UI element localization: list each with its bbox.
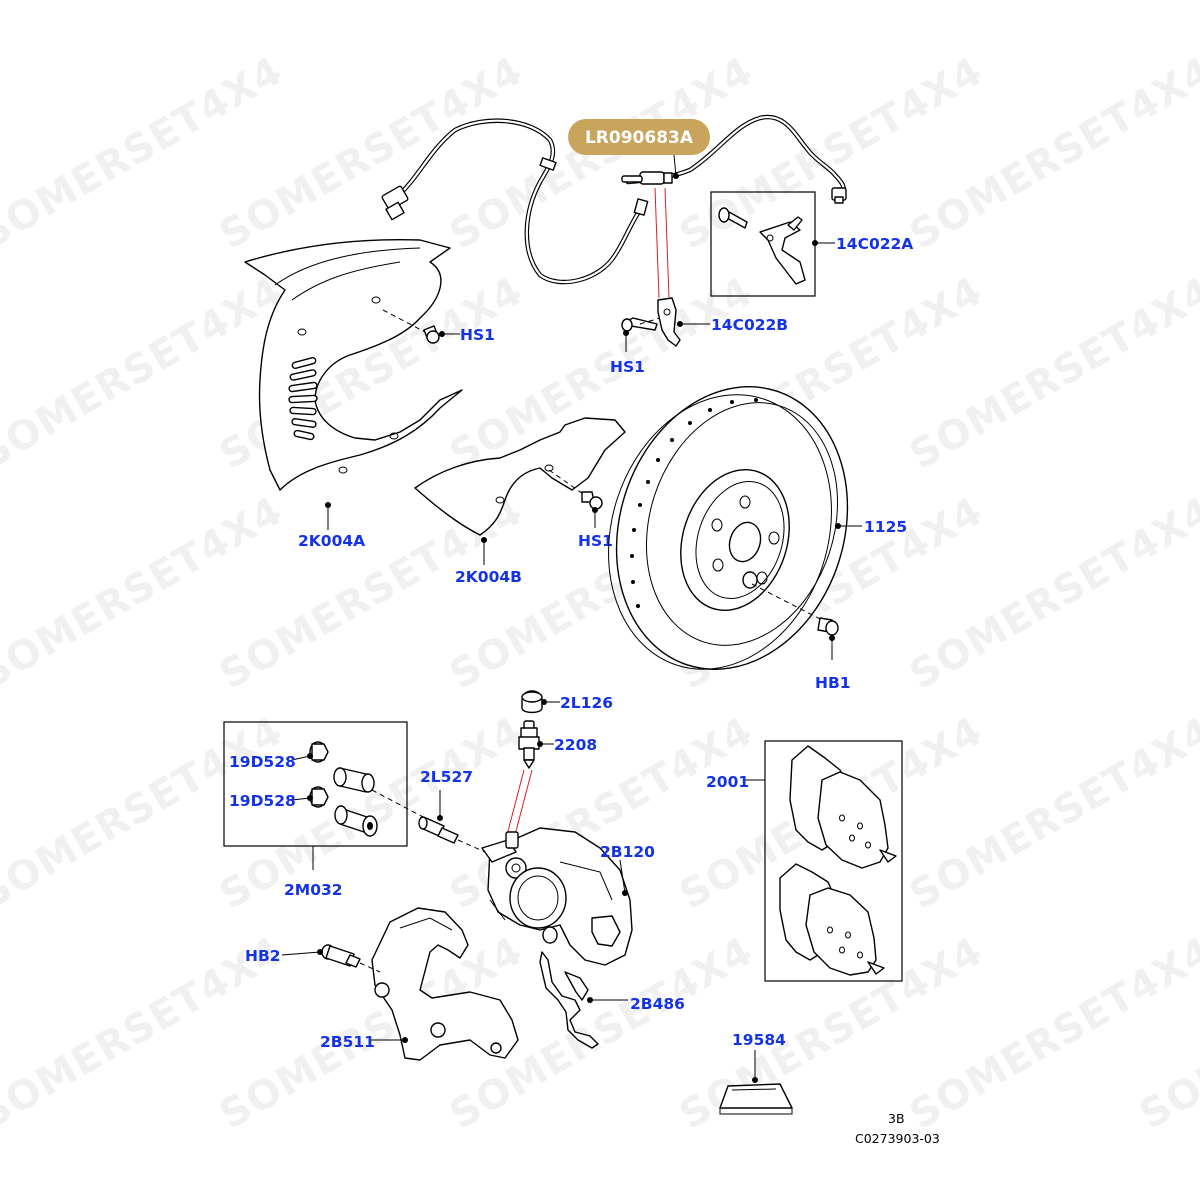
- label-2208[interactable]: 2208: [554, 736, 597, 754]
- label-2k004a[interactable]: 2K004A: [298, 532, 365, 550]
- bolt-hb2[interactable]: [321, 944, 361, 968]
- brake-disc-1125[interactable]: [574, 356, 883, 699]
- brake-pad-top: [789, 745, 897, 869]
- watermark-layer: SOMERSET4X4 SOMERSET4X4 SOMERSET4X4 SOME…: [0, 48, 1200, 1139]
- bolt-hs1-lower[interactable]: [581, 491, 603, 510]
- label-14c022a[interactable]: 14C022A: [836, 235, 913, 253]
- boot-19d528-top[interactable]: [309, 741, 329, 763]
- label-hb1[interactable]: HB1: [815, 674, 851, 692]
- label-hs1-shield[interactable]: HS1: [460, 326, 495, 344]
- label-2b511[interactable]: 2B511: [320, 1033, 375, 1051]
- caliper-2b120[interactable]: [481, 827, 633, 966]
- label-2b486[interactable]: 2B486: [630, 995, 685, 1013]
- label-2k004b[interactable]: 2K004B: [455, 568, 522, 586]
- bolt-hs1-shield[interactable]: [423, 325, 440, 344]
- shield-vent-slots: [288, 356, 318, 441]
- bleed-cap-2l126[interactable]: [521, 690, 543, 714]
- bushing-bottom: [334, 805, 378, 837]
- page-number: 3B: [888, 1111, 905, 1126]
- brake-pad-set-2001[interactable]: [764, 740, 903, 982]
- illustration-code: C0273903-03: [855, 1131, 940, 1146]
- label-14c022b[interactable]: 14C022B: [711, 316, 788, 334]
- brake-pad-bottom: [779, 863, 885, 976]
- splash-shield-2k004b[interactable]: [414, 417, 626, 536]
- splash-shield-2k004a[interactable]: [244, 238, 463, 491]
- guide-pin-2l527[interactable]: [418, 816, 459, 844]
- abs-sensor-cable[interactable]: [381, 114, 847, 285]
- highlighted-part-badge[interactable]: LR090683A: [568, 119, 710, 155]
- guide-pin-kit-2m032[interactable]: [223, 721, 408, 847]
- bracket-14c022b[interactable]: [657, 297, 681, 347]
- label-19584[interactable]: 19584: [732, 1031, 786, 1049]
- bracket-14c022a[interactable]: [710, 191, 816, 297]
- label-2b120[interactable]: 2B120: [600, 843, 655, 861]
- label-hs1-lower[interactable]: HS1: [578, 532, 613, 550]
- bleed-screw-2208[interactable]: [518, 720, 540, 769]
- spring-clip-2b486[interactable]: [539, 951, 599, 1049]
- label-1125[interactable]: 1125: [864, 518, 907, 536]
- label-19d528-top[interactable]: 19D528: [229, 753, 296, 771]
- label-2l527[interactable]: 2L527: [420, 768, 473, 786]
- label-2001[interactable]: 2001: [706, 773, 749, 791]
- label-2l126[interactable]: 2L126: [560, 694, 613, 712]
- boot-19d528-bottom[interactable]: [309, 786, 329, 808]
- disc-vent-holes: [630, 398, 758, 608]
- highlight-part-number: LR090683A: [585, 128, 694, 148]
- highlight-badge-background: [568, 119, 710, 155]
- label-19d528-bottom[interactable]: 19D528: [229, 792, 296, 810]
- label-2m032[interactable]: 2M032: [284, 881, 343, 899]
- bolt-hb1[interactable]: [817, 617, 839, 636]
- label-hb2[interactable]: HB2: [245, 947, 281, 965]
- caliper-carrier-2b511[interactable]: [371, 907, 519, 1061]
- bushing-top: [333, 767, 375, 793]
- label-hs1-bracket[interactable]: HS1: [610, 358, 645, 376]
- grease-sachet-19584[interactable]: [719, 1083, 793, 1115]
